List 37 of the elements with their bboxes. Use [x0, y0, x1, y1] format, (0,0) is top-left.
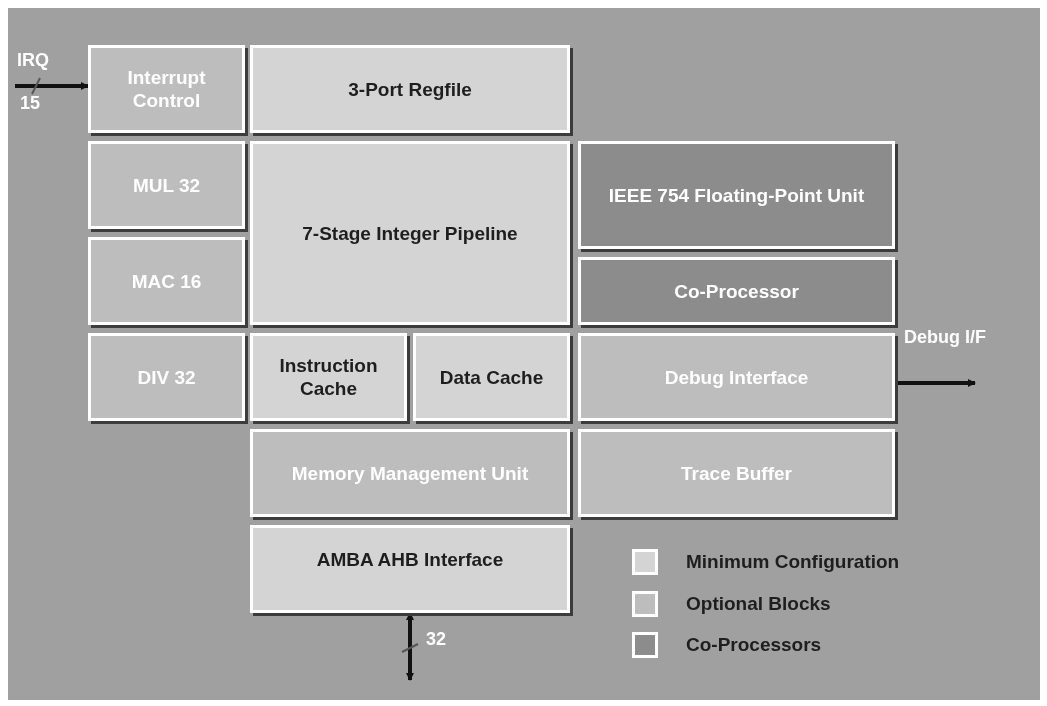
- arrow: [895, 379, 976, 387]
- edge-label: IRQ: [17, 50, 50, 71]
- block-box: [250, 429, 570, 517]
- block-label: MUL 32: [132, 173, 201, 197]
- block-box: [250, 45, 570, 133]
- block-label: 7-Stage Integer Pipeline: [302, 221, 518, 245]
- bus-width-label: 15: [20, 92, 41, 115]
- block-box: [88, 45, 245, 133]
- block-label: Interrupt Control: [126, 66, 207, 112]
- edge-label: Debug I/F: [903, 327, 987, 348]
- block-box: [88, 237, 245, 325]
- block-box: [578, 141, 895, 249]
- block-label: Debug Interface: [664, 365, 809, 389]
- block-label: Trace Buffer: [681, 461, 792, 485]
- legend-label: Co-Processors: [686, 633, 822, 657]
- legend-label: Minimum Configuration: [686, 550, 900, 574]
- block-label: Instruction Cache: [278, 354, 379, 400]
- block-label: DIV 32: [137, 365, 196, 389]
- block-box: [88, 333, 245, 421]
- block-box: [578, 429, 895, 517]
- block-label: Co-Processor: [674, 279, 799, 303]
- block-label: AMBA AHB Interface: [316, 548, 504, 571]
- block-box: [88, 141, 245, 229]
- block-label: Memory Management Unit: [291, 461, 529, 485]
- block-box: [250, 525, 570, 613]
- bus-width-label: 32: [426, 628, 447, 651]
- block-label: MAC 16: [131, 269, 202, 293]
- block-box: [250, 333, 407, 421]
- block-box: [578, 257, 895, 325]
- block-box: [413, 333, 570, 421]
- block-label: IEEE 754 Floating-Point Unit: [608, 183, 865, 207]
- arrow: [15, 82, 89, 90]
- block-box: [578, 333, 895, 421]
- block-box: [250, 141, 570, 325]
- block-label: 3-Port Regfile: [348, 77, 472, 101]
- block-label: Data Cache: [439, 365, 544, 389]
- legend-label: Optional Blocks: [686, 591, 831, 616]
